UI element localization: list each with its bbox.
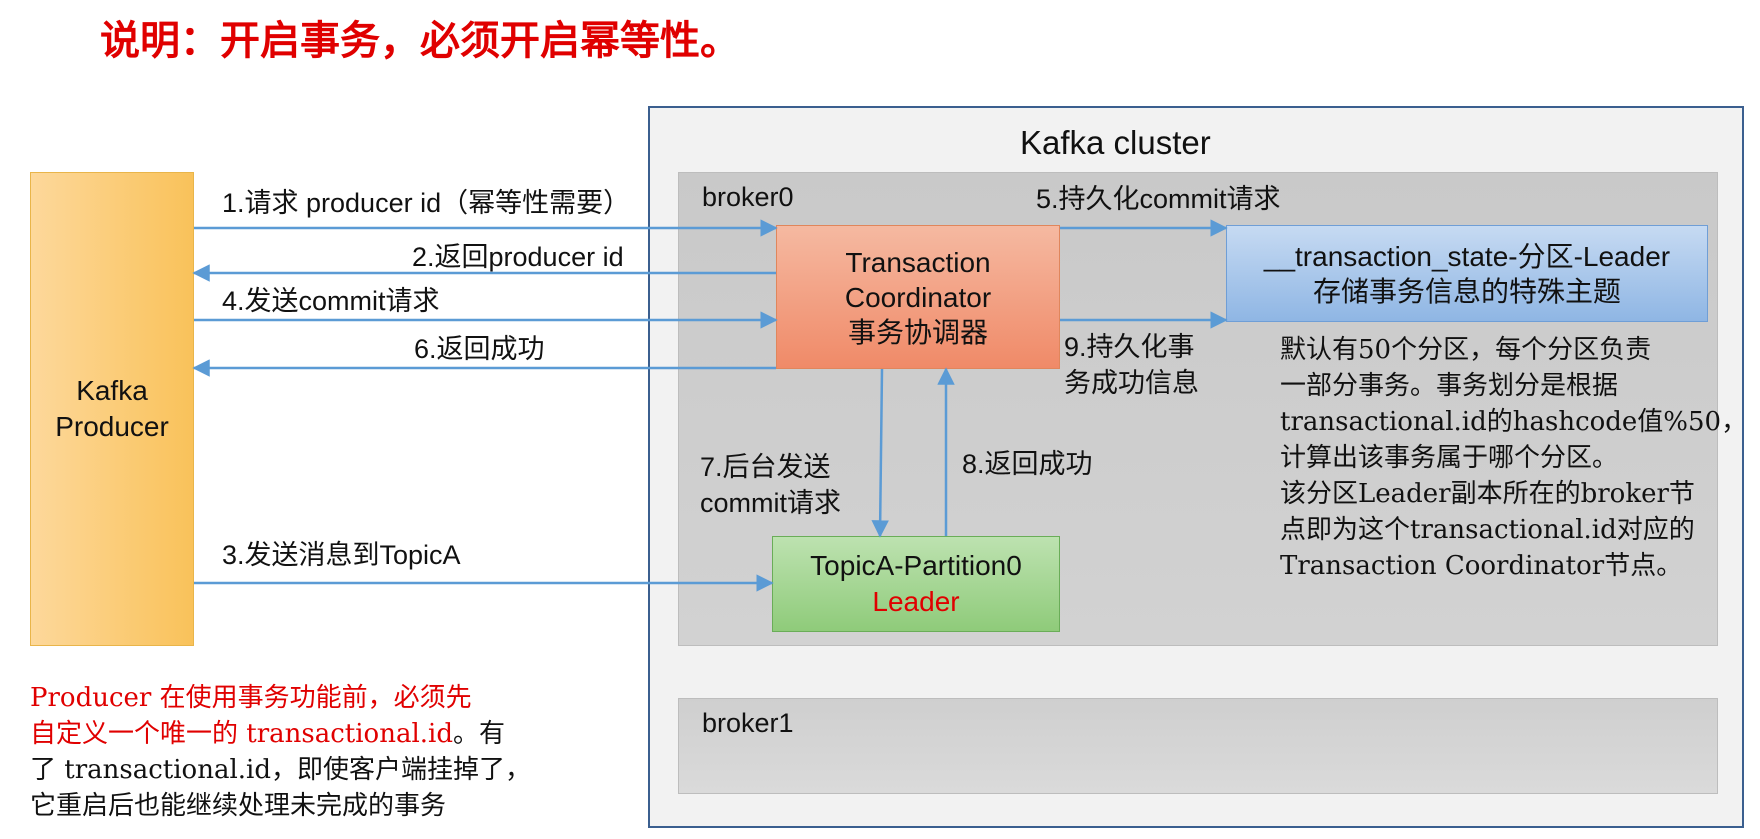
partition-note: 默认有50个分区，每个分区负责 一部分事务。事务划分是根据 transactio… <box>1280 332 1748 584</box>
producer-label-line1: Kafka <box>76 375 148 406</box>
broker1-label: broker1 <box>702 708 794 738</box>
producer-note-red-1: Producer 在使用事务功能前，必须先 <box>30 683 472 713</box>
producer-note-line: 它重启后也能继续处理未完成的事务 <box>30 791 447 821</box>
producer-note-line: Producer 在使用事务功能前，必须先 <box>30 680 570 716</box>
transaction-state-topic-box: __transaction_state-分区-Leader 存储事务信息的特殊主… <box>1226 225 1708 322</box>
coordinator-label-line3: 事务协调器 <box>847 316 988 348</box>
producer-note-red-2: 自定义一个唯一的 transactional.id <box>30 719 453 749</box>
partition-note-line: 默认有50个分区，每个分区负责 <box>1280 335 1652 365</box>
broker0-label: broker0 <box>702 182 794 212</box>
producer-note-line: 自定义一个唯一的 transactional.id。有 <box>30 716 570 752</box>
step-8-label: 8.返回成功 <box>962 449 1093 479</box>
step-1-label: 1.请求 producer id（幂等性需要） <box>222 188 631 218</box>
partition-note-line: 点即为这个transactional.id对应的 <box>1280 515 1695 545</box>
step-4-label: 4.发送commit请求 <box>222 286 440 316</box>
partition-note-line: 一部分事务。事务划分是根据 <box>1280 371 1619 401</box>
step-6-label: 6.返回成功 <box>414 334 545 364</box>
step-5-label: 5.持久化commit请求 <box>1036 184 1281 214</box>
partition-note-line: 计算出该事务属于哪个分区。 <box>1280 443 1619 473</box>
arrow-7-background-commit <box>871 368 889 538</box>
step-7-label-line1: 7.后台发送 <box>700 452 831 482</box>
kafka-producer-box: Kafka Producer <box>30 172 194 646</box>
partition-label-line1: TopicA-Partition0 <box>810 550 1022 581</box>
partition-note-line: Transaction Coordinator节点。 <box>1280 551 1683 581</box>
partition-leader-label: Leader <box>872 586 960 617</box>
producer-note-line: 了 transactional.id，即使客户端挂掉了， <box>30 755 531 785</box>
state-topic-label-line2: 存储事务信息的特殊主题 <box>1312 275 1621 307</box>
step-9-label-line1: 9.持久化事 <box>1064 332 1195 362</box>
step-9-label-line2: 务成功信息 <box>1064 368 1199 398</box>
transaction-coordinator-box: Transaction Coordinator 事务协调器 <box>776 225 1060 369</box>
step-2-label: 2.返回producer id <box>412 242 624 272</box>
producer-label-line2: Producer <box>55 411 169 442</box>
coordinator-label-line1: Transaction <box>845 246 991 278</box>
producer-note-black-tail: 。有 <box>453 719 506 749</box>
page-title: 说明：开启事务，必须开启幂等性。 <box>100 17 740 64</box>
coordinator-label-line2: Coordinator <box>844 281 992 313</box>
topica-partition0-box: TopicA-Partition0 Leader <box>772 536 1060 632</box>
step-7-label-line2: commit请求 <box>700 488 841 518</box>
step-3-label: 3.发送消息到TopicA <box>222 540 461 570</box>
broker1-box <box>678 698 1718 794</box>
partition-note-line: 该分区Leader副本所在的broker节 <box>1280 479 1695 509</box>
state-topic-label-line1: __transaction_state-分区-Leader <box>1263 240 1671 272</box>
producer-note: Producer 在使用事务功能前，必须先 自定义一个唯一的 transacti… <box>30 680 570 824</box>
partition-note-line: transactional.id的hashcode值%50， <box>1280 407 1748 437</box>
kafka-cluster-title: Kafka cluster <box>1020 124 1211 161</box>
